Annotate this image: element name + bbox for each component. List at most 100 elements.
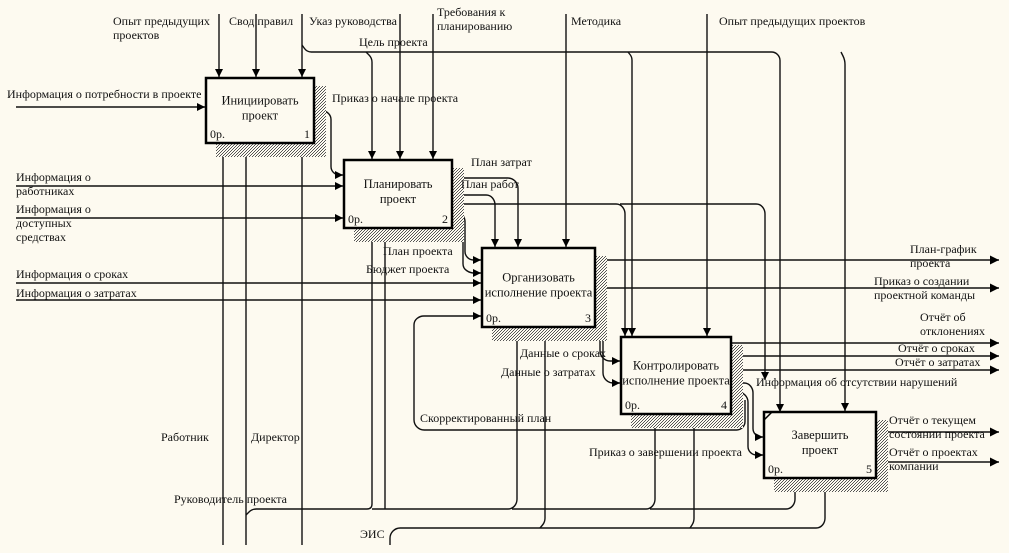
- label-mech-eis-line: ЭИС: [360, 527, 385, 541]
- activity-title: Организовать: [502, 271, 575, 285]
- label-out-otchet-zatraty-line: Отчёт о затратах: [895, 355, 980, 369]
- arrow-mech-ruk-b3: [372, 328, 521, 510]
- activity-title: проект: [380, 192, 417, 206]
- label-ctrl-tsel: Цель проекта: [359, 35, 428, 49]
- activity-cost: 0р.: [768, 462, 783, 476]
- label-mech-rabotnik-line: Работник: [161, 430, 209, 444]
- label-out-plan-rabot-line: План работ: [461, 177, 520, 191]
- activity-cost: 0р.: [625, 398, 640, 412]
- label-in-info-potreb: Информация о потребности в проекте: [7, 87, 201, 101]
- activity-number: 3: [585, 311, 591, 325]
- activity-title: проект: [802, 443, 839, 457]
- label-ctrl-ukaz: Указ руководства: [309, 14, 398, 28]
- activity-number: 5: [866, 462, 872, 476]
- arrow-prikaz-nachalo: [314, 110, 343, 179]
- arrow-mech-ruk-branch: [245, 229, 376, 516]
- label-in-info-sroki: Информация о сроках: [16, 267, 128, 281]
- label-ctrl-metodika-line: Методика: [571, 14, 622, 28]
- label-out-dannye-sroki-line: Данные о сроках: [520, 346, 606, 360]
- label-ctrl-opyt2-line: Опыт предыдущих проектов: [719, 14, 866, 28]
- label-in-info-rab-line: Информация о: [16, 170, 91, 184]
- label-out-otchet-tekush-line: состоянии проекта: [889, 427, 986, 441]
- arrow-info-narush: [731, 382, 763, 441]
- label-ctrl-svod: Свод правил: [229, 14, 293, 28]
- activity-box-frame: [762, 410, 878, 480]
- label-out-otchet-sroki-line: Отчёт о сроках: [898, 341, 975, 355]
- label-ctrl-ukaz-line: Указ руководства: [309, 14, 398, 28]
- label-out-dannye-zatraty: Данные о затратах: [501, 365, 596, 379]
- label-mech-rukovoditel: Руководитель проекта: [174, 492, 288, 506]
- label-out-prikaz-zaversh: Приказ о завершении проекта: [589, 445, 743, 459]
- activity-number: 4: [721, 398, 727, 412]
- label-out-plan-rabot: План работ: [461, 177, 520, 191]
- label-mech-direktor: Директор: [251, 430, 300, 444]
- label-out-otchet-otkl-line: Отчёт об: [920, 310, 966, 324]
- label-out-otchet-kompanii-line: компании: [889, 459, 939, 473]
- activity-number: 2: [442, 212, 448, 226]
- activity-title: исполнение проекта: [622, 374, 730, 388]
- label-mech-rukovoditel-line: Руководитель проекта: [174, 492, 288, 506]
- arrow-mech-ruk-b4: [512, 415, 659, 510]
- label-out-prikaz-komanda-line: Приказ о создании: [874, 274, 970, 288]
- arrow-mech-eis-b4: [689, 415, 698, 529]
- label-in-info-zatraty-line: Информация о затратах: [16, 286, 137, 300]
- label-out-info-narush: Информация об отсутствии нарушений: [756, 375, 958, 389]
- label-out-prikaz-nachalo: Приказ о начале проекта: [332, 91, 459, 105]
- activity-title: проект: [242, 109, 279, 123]
- label-in-info-sroki-line: Информация о сроках: [16, 267, 128, 281]
- label-out-dannye-sroki: Данные о сроках: [520, 346, 606, 360]
- label-out-plan-proekta: План проекта: [383, 244, 453, 258]
- activity-title: Инициировать: [221, 94, 298, 108]
- activity-title: исполнение проекта: [485, 286, 593, 300]
- label-in-info-sredstva-line: средствах: [16, 230, 66, 244]
- label-out-plan-grafik-line: План-график: [910, 242, 977, 256]
- label-mech-direktor-line: Директор: [251, 430, 300, 444]
- label-out-plan-zatrat-line: План затрат: [471, 155, 533, 169]
- label-ctrl-trebovaniya-line: Требования к: [437, 5, 506, 19]
- label-out-otchet-tekush-line: Отчёт о текущем: [889, 413, 976, 427]
- label-out-otchet-sroki: Отчёт о сроках: [898, 341, 975, 355]
- arrow-tsel: [365, 51, 376, 159]
- label-in-info-sredstva-line: Информация о: [16, 202, 91, 216]
- label-mech-eis: ЭИС: [360, 527, 385, 541]
- arrow-ukaz-branch: [301, 44, 784, 412]
- label-out-plan-zatrat: План затрат: [471, 155, 533, 169]
- label-out-plan-grafik-line: проекта: [910, 256, 951, 270]
- arrow-plan-zatrat: [452, 177, 522, 247]
- label-ctrl-tsel-line: Цель проекта: [359, 35, 428, 49]
- label-ctrl-svod-line: Свод правил: [229, 14, 293, 28]
- activity-title: Планировать: [364, 177, 433, 191]
- label-ctrl-opyt1-line: проектов: [113, 28, 160, 42]
- label-in-info-potreb-line: Информация о потребности в проекте: [7, 87, 201, 101]
- arrow-opyt2-b5: [840, 51, 849, 411]
- label-out-info-narush-line: Информация об отсутствии нарушений: [756, 375, 958, 389]
- arrow-mech-ruk-b5: [650, 479, 799, 510]
- boxes-layer: Инициироватьпроект0р.1Планироватьпроект0…: [204, 76, 878, 480]
- label-out-otchet-otkl-line: отклонениях: [920, 324, 985, 338]
- label-out-otchet-kompanii-line: Отчёт о проектах: [889, 445, 978, 459]
- tunnel-corner-mark: [763, 411, 773, 421]
- label-out-otchet-zatraty: Отчёт о затратах: [895, 355, 980, 369]
- label-in-info-sredstva-line: доступных: [16, 216, 72, 230]
- label-out-prikaz-komanda-line: проектной команды: [874, 288, 975, 302]
- activity-box-frame: [204, 76, 316, 145]
- arrow-mech-eis-b3: [539, 328, 549, 529]
- activity-number: 1: [304, 127, 310, 141]
- arrow-box2-long: [452, 203, 629, 336]
- label-ctrl-metodika: Методика: [571, 14, 622, 28]
- label-mech-rabotnik: Работник: [161, 430, 209, 444]
